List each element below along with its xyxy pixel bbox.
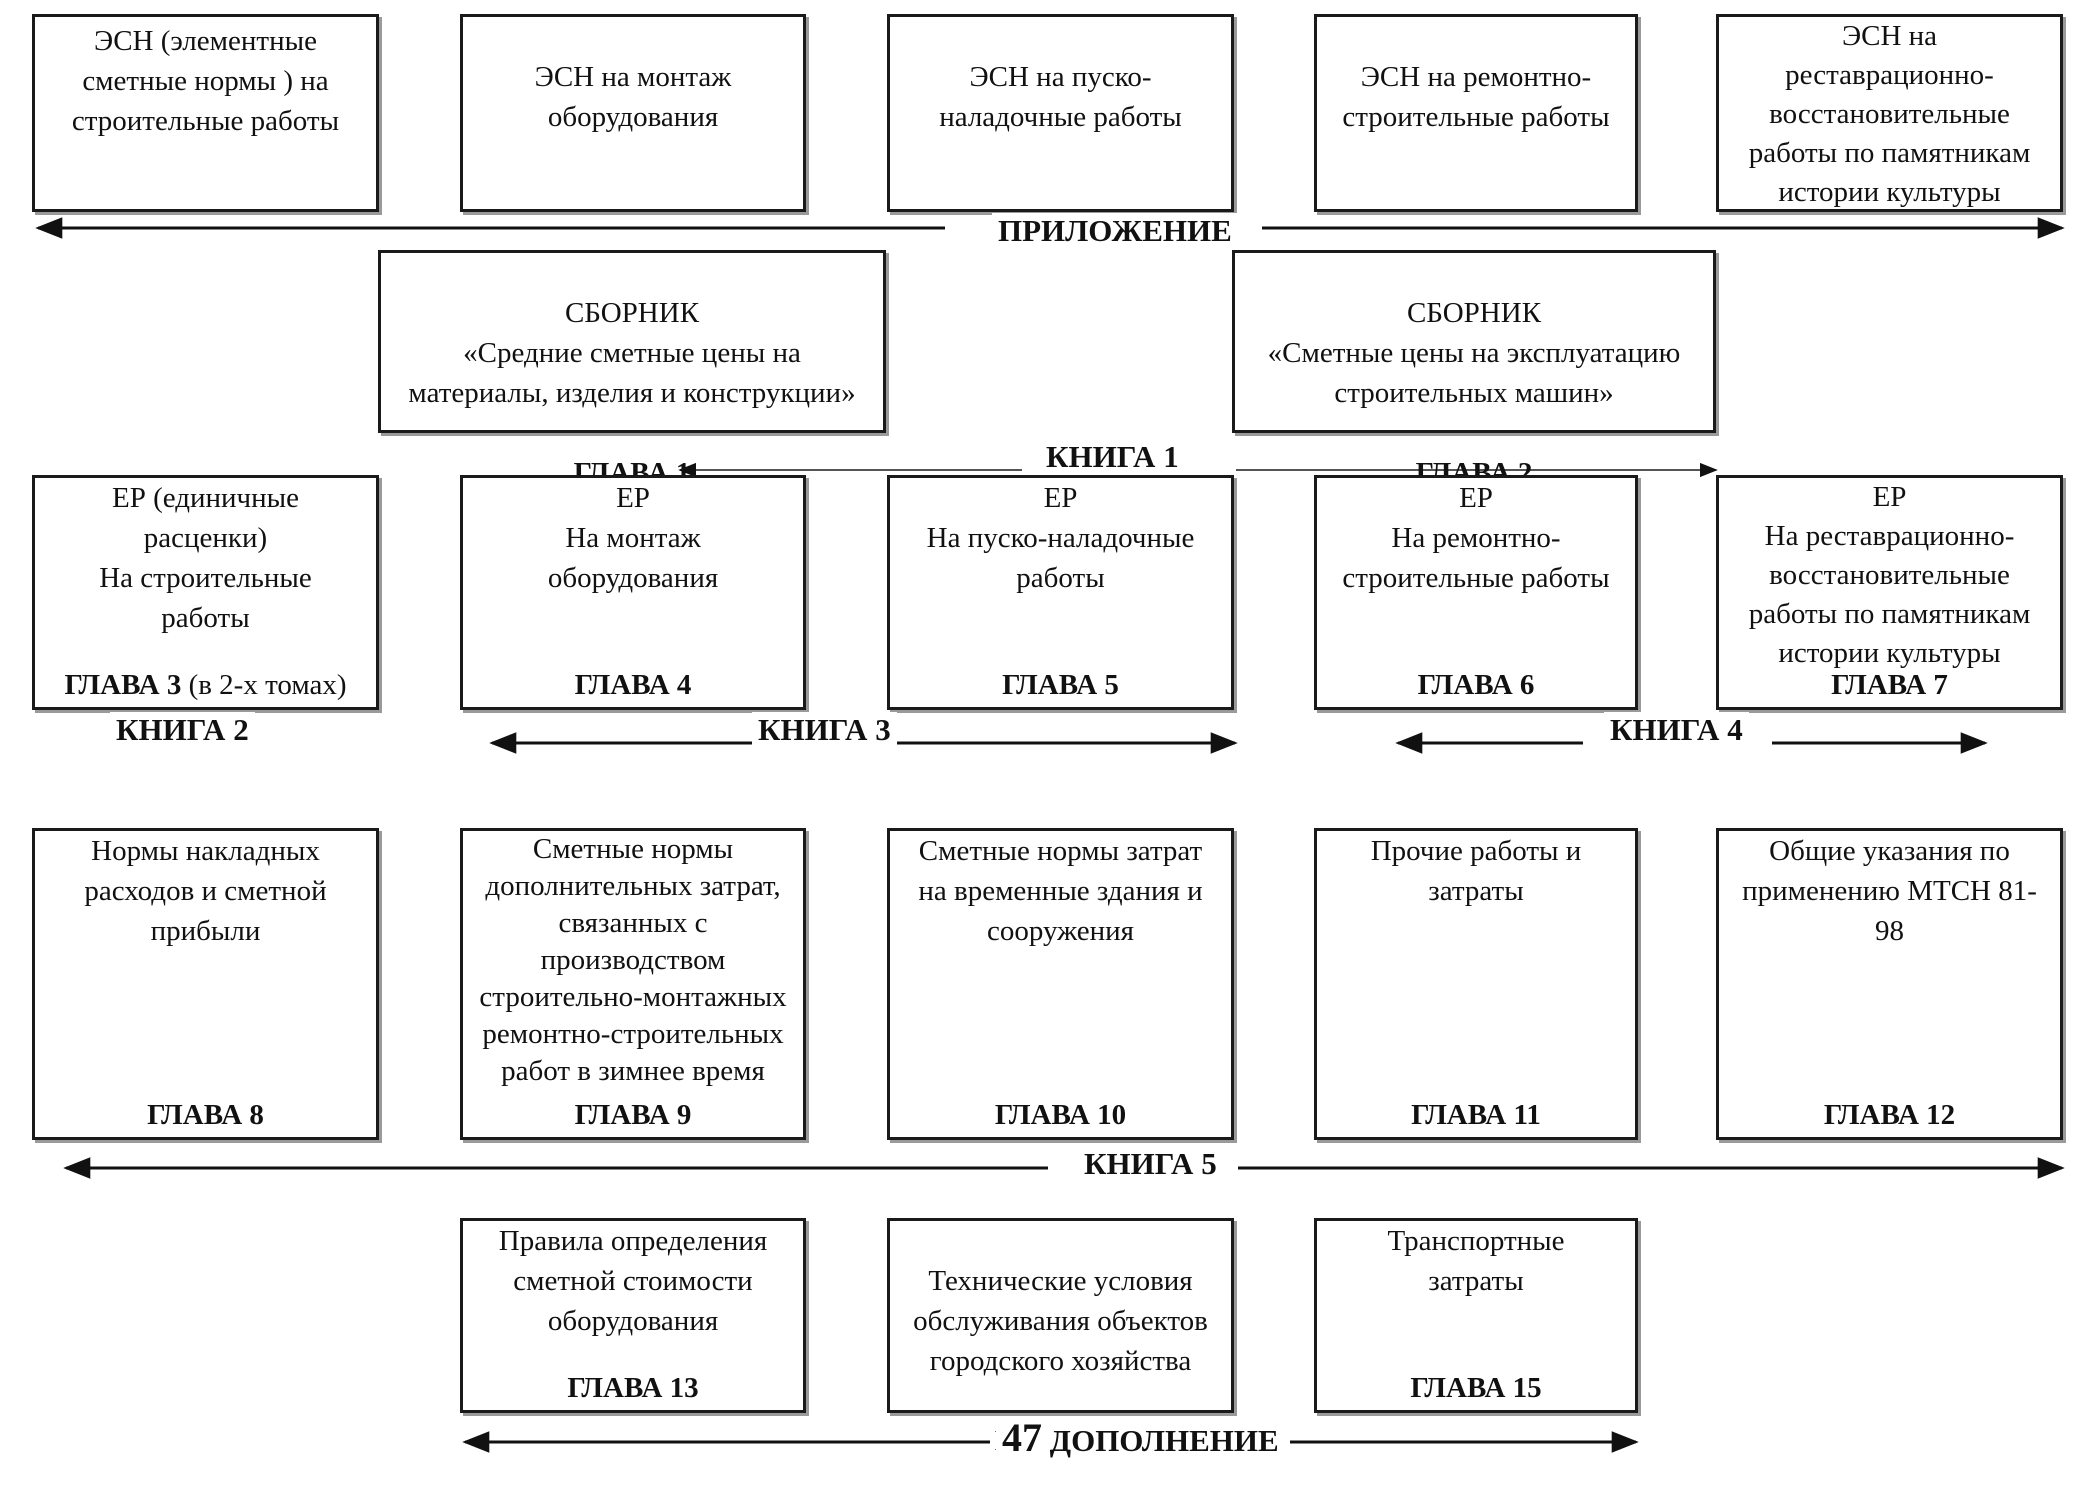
page-number: 47	[1002, 1415, 1042, 1460]
esn-box-restoration: ЭСН на реставрационно- восстановительные…	[1716, 14, 2063, 212]
box-text: ЕР На ремонтно- строительные работы	[1342, 482, 1610, 594]
er-box-commissioning: ЕР На пуско-наладочные работы ГЛАВА 5	[887, 475, 1234, 710]
addition-box-technical-conditions: Технические условия обслуживания объекто…	[887, 1218, 1234, 1457]
box-text: Сметные нормы дополнительных затрат, свя…	[479, 833, 787, 1087]
chapter-label: ГЛАВА 10	[994, 1099, 1127, 1131]
addition-box-transport-costs: Транспортные затраты ГЛАВА 15	[1314, 1218, 1638, 1413]
box-text: ЭСН на реставрационно- восстановительные…	[1748, 20, 2031, 208]
box-text: Общие указания по применению МТСН 81- 98	[1742, 835, 2037, 947]
box-text: Сметные нормы затрат на временные здания…	[918, 835, 1203, 947]
esn-box-construction: ЭСН (элементные сметные нормы ) на строи…	[32, 14, 379, 212]
norm-box-overhead: Нормы накладных расходов и сметной прибы…	[32, 828, 379, 1140]
er-box-installation: ЕР На монтаж оборудования ГЛАВА 4	[460, 475, 806, 710]
box-text: Технические условия обслуживания объекто…	[913, 1265, 1208, 1377]
box-text: Нормы накладных расходов и сметной прибы…	[84, 835, 327, 947]
chapter-label: ГЛАВА 12	[1823, 1099, 1956, 1131]
box-text: Транспортные затраты	[1387, 1225, 1565, 1297]
chapter-note: (в 2-х томах)	[188, 669, 347, 701]
book3-label: КНИГА 3	[752, 712, 897, 748]
collection-box-material-prices: СБОРНИК «Средние сметные цены на материа…	[378, 250, 886, 489]
chapter-label: ГЛАВА 3	[64, 669, 182, 701]
chapter-label: ГЛАВА 13	[567, 1372, 699, 1404]
norm-box-temporary-buildings: Сметные нормы затрат на временные здания…	[887, 828, 1234, 1140]
addition-label: ДОПОЛНЕНИЕ	[1049, 1423, 1279, 1458]
book1-label: КНИГА 1	[1040, 439, 1185, 475]
box-text: ЭСН на ремонтно- строительные работы	[1342, 61, 1610, 133]
book4-label: КНИГА 4	[1604, 712, 1749, 748]
esn-box-installation: ЭСН на монтаж оборудования	[460, 14, 806, 212]
er-box-repair: ЕР На ремонтно- строительные работы ГЛАВ…	[1314, 475, 1638, 710]
addition-label-group: 47 ДОПОЛНЕНИЕ	[996, 1418, 1285, 1459]
chapter-label: ГЛАВА 11	[1411, 1099, 1541, 1131]
chapter-label: ГЛАВА 9	[574, 1099, 692, 1131]
appendix-label: ПРИЛОЖЕНИЕ	[992, 213, 1238, 249]
chapter-label: ГЛАВА 15	[1410, 1372, 1542, 1404]
chapter-label: ГЛАВА 7	[1831, 669, 1948, 701]
chapter-label: ГЛАВА 5	[1002, 669, 1119, 701]
chapter-label: ГЛАВА 4	[574, 669, 692, 701]
box-text: Правила определения сметной стоимости об…	[498, 1225, 768, 1337]
box-text: ЭСН на монтаж оборудования	[534, 61, 732, 133]
box-text: ЭСН (элементные сметные нормы ) на строи…	[71, 25, 340, 137]
norm-box-other-works: Прочие работы и затраты ГЛАВА 11	[1314, 828, 1638, 1140]
box-text: ЕР На монтаж оборудования	[547, 482, 719, 594]
box-text: ЕР (единичные расценки) На строительные …	[99, 482, 312, 634]
esn-box-repair: ЭСН на ремонтно- строительные работы	[1314, 14, 1638, 212]
collection-box-machine-prices: СБОРНИК «Сметные цены на эксплуатацию ст…	[1232, 250, 1716, 489]
norm-box-general-guidelines: Общие указания по применению МТСН 81- 98…	[1716, 828, 2063, 1140]
esn-box-commissioning: ЭСН на пуско- наладочные работы	[887, 14, 1234, 212]
box-text: ЕР На пуско-наладочные работы	[926, 482, 1195, 594]
book5-label: КНИГА 5	[1078, 1146, 1223, 1182]
box-text: Прочие работы и затраты	[1370, 835, 1582, 907]
er-box-restoration: ЕР На реставрационно- восстановительные …	[1716, 475, 2063, 710]
addition-box-equipment-cost: Правила определения сметной стоимости об…	[460, 1218, 806, 1413]
norm-box-winter-costs: Сметные нормы дополнительных затрат, свя…	[460, 828, 806, 1140]
box-text: ЕР На реставрационно- восстановительные …	[1748, 481, 2031, 669]
chapter-label: ГЛАВА 8	[147, 1099, 264, 1131]
box-text: ЭСН на пуско- наладочные работы	[939, 61, 1182, 133]
er-box-construction: ЕР (единичные расценки) На строительные …	[32, 475, 379, 710]
chapter-label: ГЛАВА 6	[1417, 669, 1535, 701]
box-text: СБОРНИК «Сметные цены на эксплуатацию ст…	[1267, 297, 1681, 409]
box-text: СБОРНИК «Средние сметные цены на материа…	[408, 297, 856, 409]
book2-label: КНИГА 2	[110, 712, 255, 748]
